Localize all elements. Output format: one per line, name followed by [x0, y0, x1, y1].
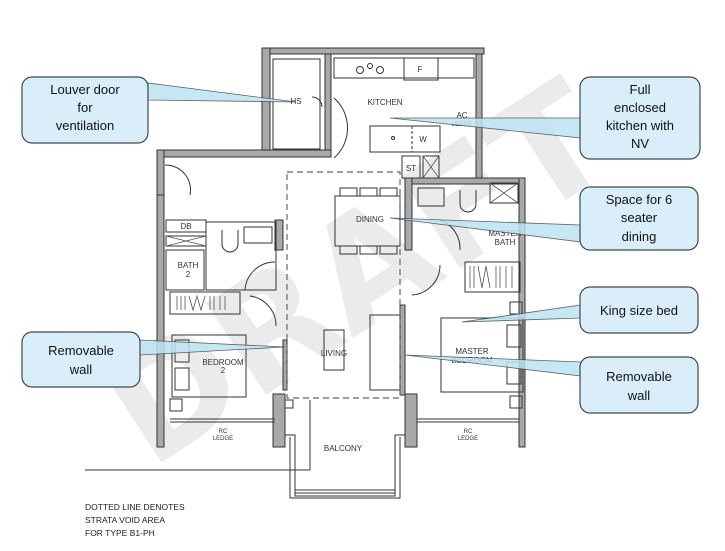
svg-text:wall: wall	[69, 362, 93, 377]
svg-text:Space for 6: Space for 6	[606, 192, 673, 207]
svg-text:King size bed: King size bed	[600, 303, 678, 318]
label-bedroom2-2: 2	[221, 366, 226, 375]
label-hs: HS	[290, 97, 301, 106]
svg-text:Removable: Removable	[48, 343, 114, 358]
label-fridge: F	[418, 65, 423, 74]
label-rc-ledge-right-1: RC	[464, 429, 473, 435]
svg-text:NV: NV	[631, 136, 649, 151]
label-rc-ledge-left-2: LEDGE	[213, 436, 233, 442]
svg-text:seater: seater	[621, 210, 658, 225]
label-balcony: BALCONY	[324, 444, 363, 453]
callout-dining-space: Space for 6 seater dining	[579, 186, 699, 251]
callout-removable-wall-right: Removable wall	[579, 356, 699, 414]
svg-text:dining: dining	[622, 229, 657, 244]
label-rc-ledge-right-2: LEDGE	[458, 436, 478, 442]
label-bath2-2: 2	[186, 270, 191, 279]
label-store: ST	[406, 164, 416, 173]
label-rc-ledge-left-1: RC	[219, 429, 228, 435]
callout-louver-door: Louver door for ventilation	[21, 76, 149, 144]
callout-removable-wall-left: Removable wall	[21, 331, 141, 388]
label-living: LIVING	[321, 349, 347, 358]
svg-text:DOTTED LINE DENOTES: DOTTED LINE DENOTES	[85, 502, 185, 512]
svg-text:FOR TYPE B1-PH: FOR TYPE B1-PH	[85, 528, 155, 538]
svg-text:Louver door: Louver door	[50, 82, 120, 97]
label-master-bath-2: BATH	[495, 238, 516, 247]
label-ac-ledge-1: AC	[456, 111, 467, 120]
svg-text:enclosed: enclosed	[614, 100, 666, 115]
label-db: DB	[180, 222, 191, 231]
svg-text:Removable: Removable	[606, 369, 672, 384]
svg-text:wall: wall	[627, 388, 651, 403]
svg-text:ventilation: ventilation	[56, 118, 115, 133]
svg-text:for: for	[77, 100, 93, 115]
strata-void-outline	[286, 171, 401, 399]
strata-note: DOTTED LINE DENOTES STRATA VOID AREA FOR…	[85, 502, 185, 538]
label-kitchen: KITCHEN	[367, 98, 402, 107]
label-dining: DINING	[356, 215, 384, 224]
label-washer: W	[419, 135, 427, 144]
svg-text:Full: Full	[630, 82, 651, 97]
svg-text:kitchen with: kitchen with	[606, 118, 674, 133]
label-master-bath-1: MASTER	[488, 229, 522, 238]
callout-enclosed-kitchen: Full enclosed kitchen with NV	[579, 76, 701, 160]
label-bedroom2-1: BEDROOM	[202, 358, 244, 367]
svg-text:STRATA VOID AREA: STRATA VOID AREA	[85, 515, 165, 525]
callout-pointers	[139, 82, 582, 377]
label-bath2-1: BATH	[178, 261, 199, 270]
label-master-bedroom-1: MASTER	[455, 347, 489, 356]
callout-king-bed: King size bed	[579, 286, 699, 334]
